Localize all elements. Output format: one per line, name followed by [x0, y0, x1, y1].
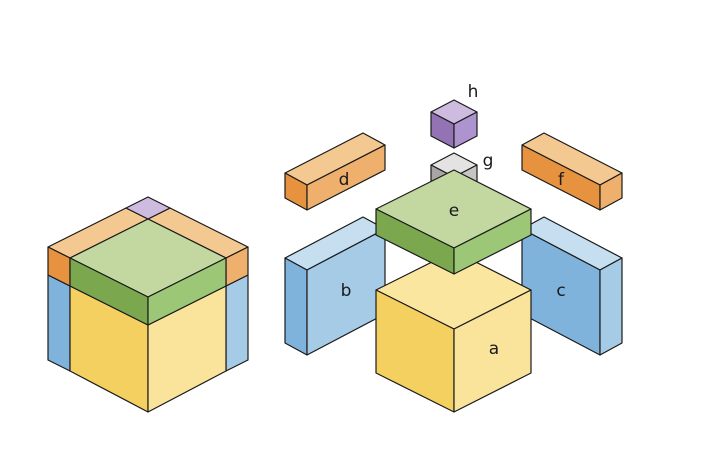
piece-labels: h g d f e b c a [339, 82, 566, 359]
assembled-cube [47, 196, 249, 413]
piece-h [430, 99, 478, 149]
label-g: g [483, 151, 494, 171]
assembled-piece-c-side [225, 274, 249, 372]
piece-e [375, 169, 532, 275]
piece-c-front [599, 257, 623, 356]
piece-h-right [453, 111, 478, 149]
assembled-piece-e-right [147, 257, 227, 326]
piece-b [284, 216, 386, 356]
label-f: f [558, 170, 565, 190]
piece-a [375, 250, 532, 413]
piece-d-right [306, 144, 386, 211]
piece-e-right [453, 208, 532, 275]
exploded-pieces [284, 99, 623, 413]
assembled-piece-b-side [47, 274, 71, 372]
piece-f-front [599, 172, 623, 211]
label-e: e [449, 201, 459, 221]
piece-a-right [453, 289, 532, 413]
label-h: h [468, 82, 479, 102]
label-c: c [556, 281, 565, 301]
label-b: b [341, 281, 352, 301]
piece-f [521, 132, 623, 211]
label-d: d [339, 170, 350, 190]
piece-d [284, 132, 386, 211]
label-a: a [489, 339, 499, 359]
piece-c [521, 216, 623, 356]
piece-b-front [284, 257, 308, 356]
